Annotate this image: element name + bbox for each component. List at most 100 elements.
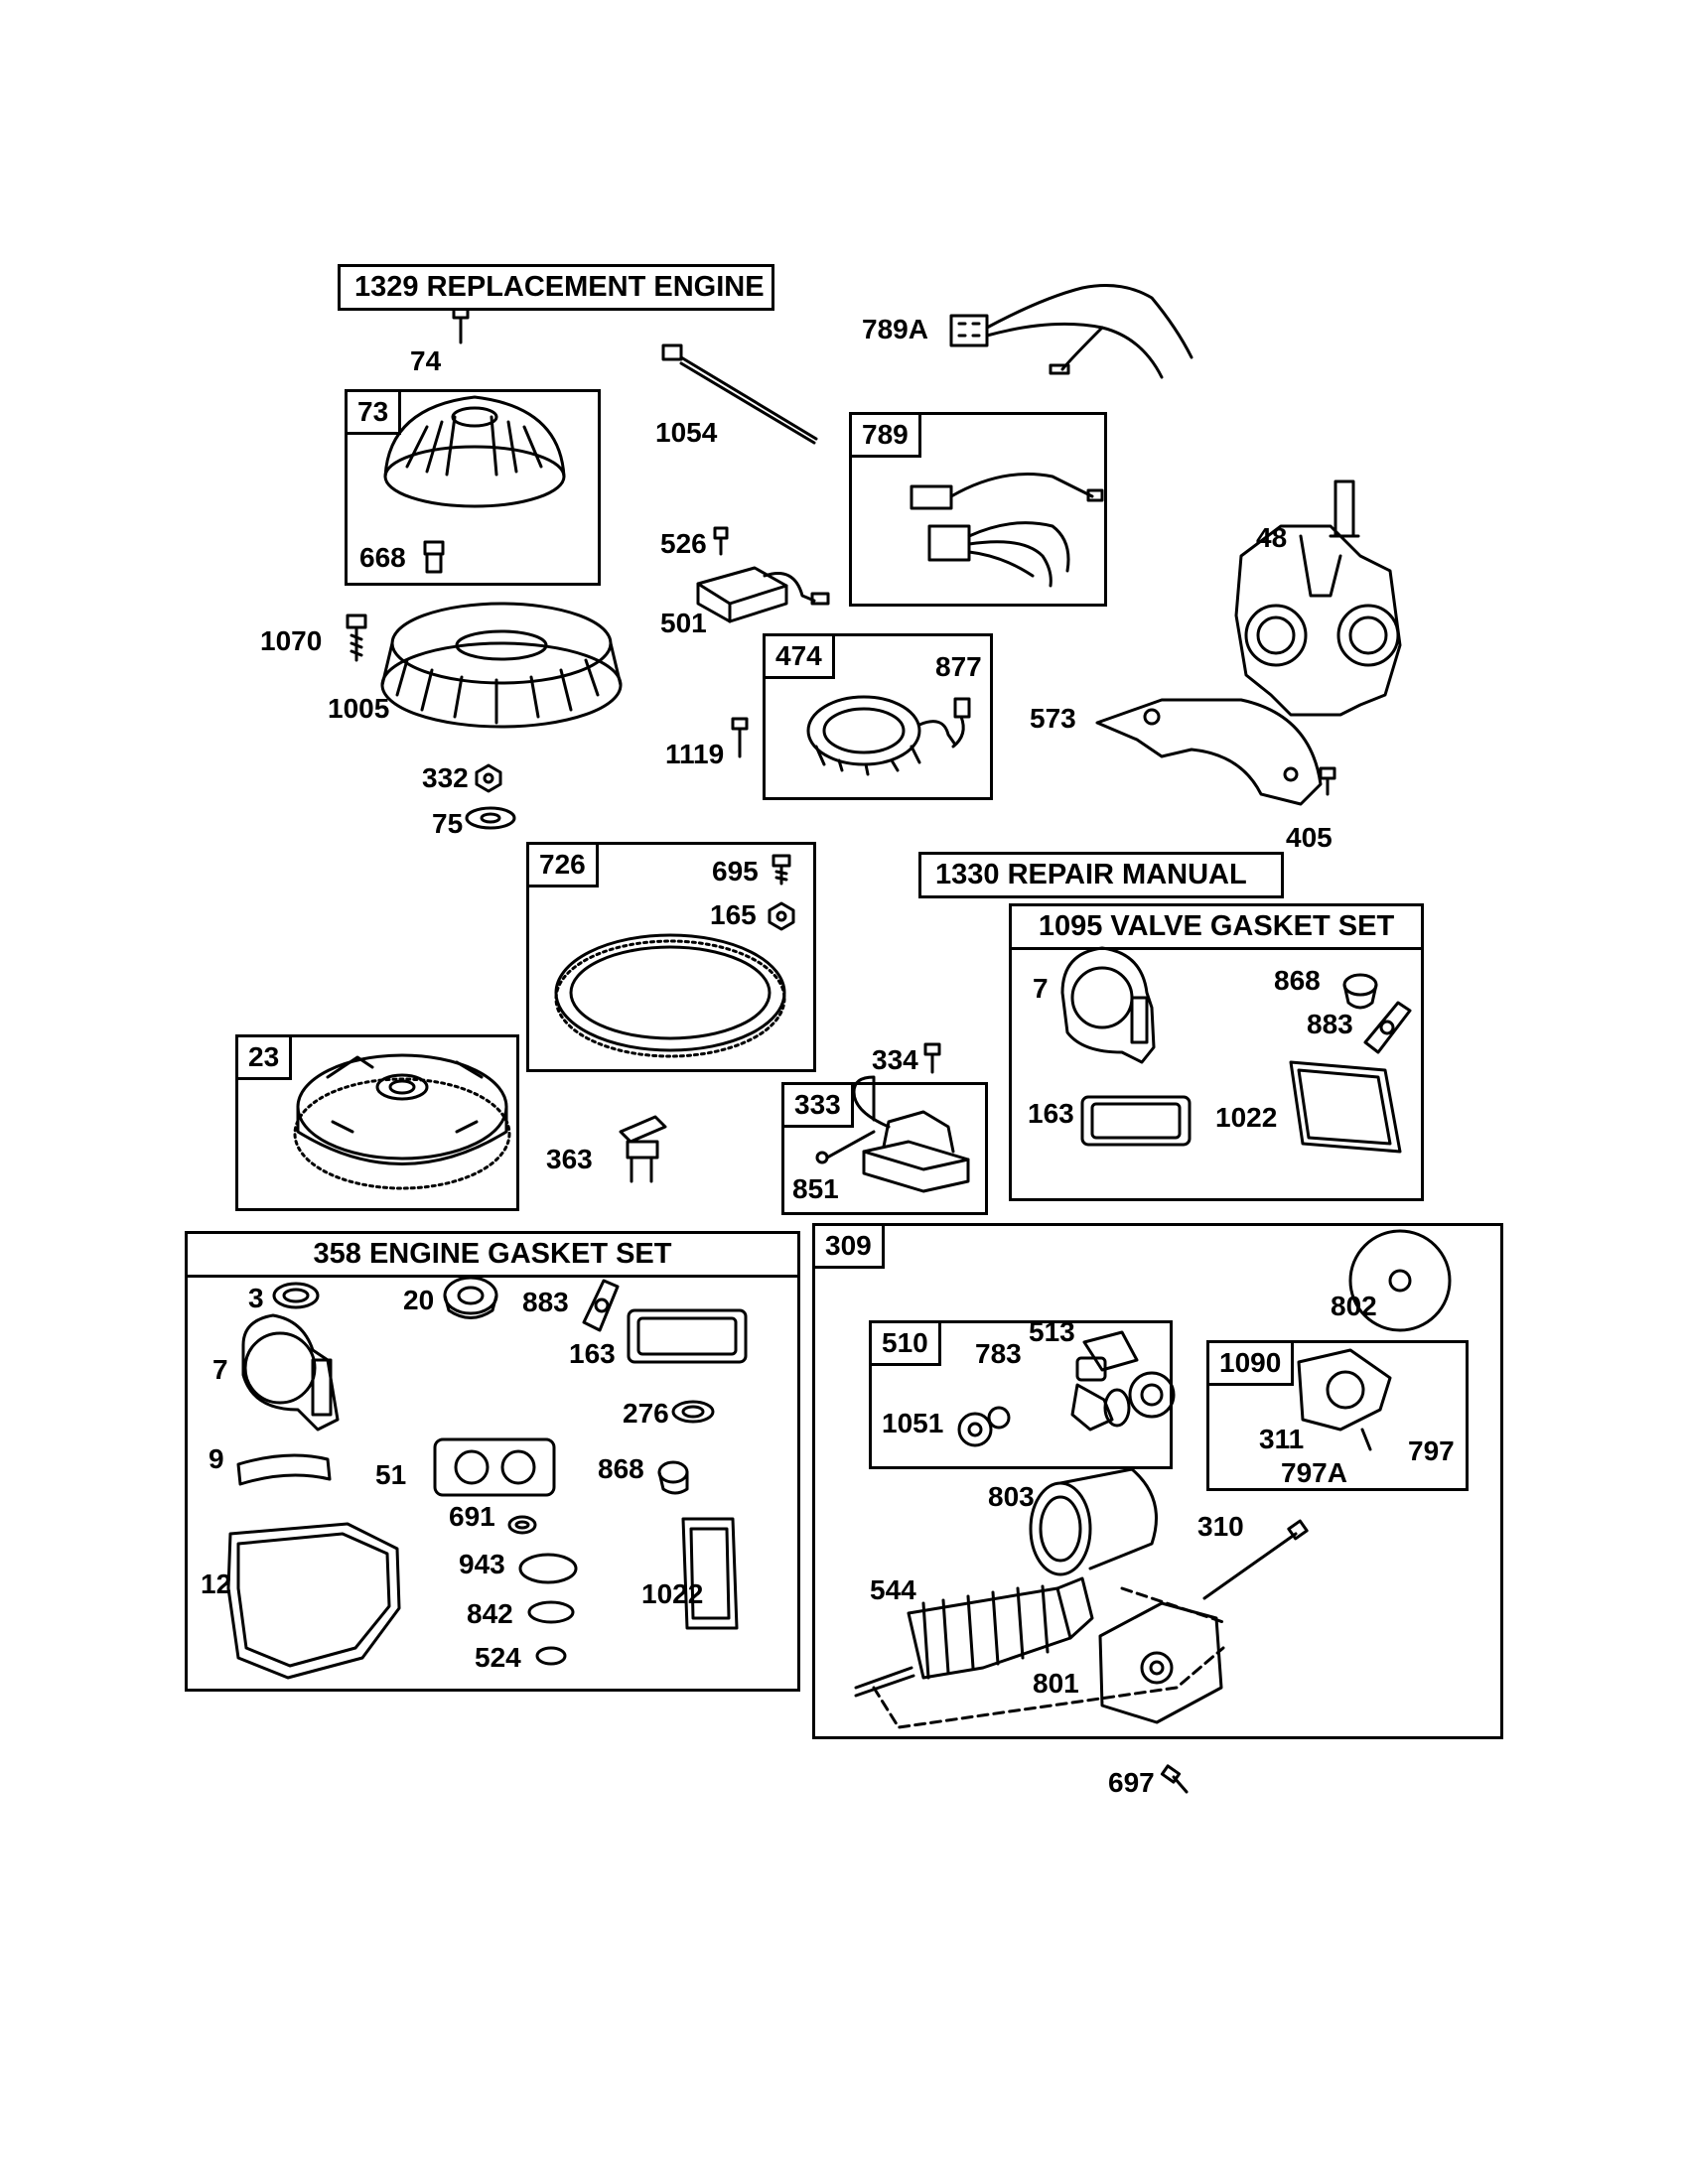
gasket-163b-drawing (627, 1308, 748, 1364)
fan-1005-drawing (380, 602, 623, 729)
part-label: 877 (935, 651, 982, 682)
box-789: 789 (849, 412, 1107, 607)
plate-802-drawing (1348, 1229, 1452, 1332)
box-73-tag: 73 (345, 389, 402, 435)
washer-75-drawing (465, 806, 516, 830)
crankcase-48-drawing (1234, 479, 1402, 717)
part-label: 789A (862, 314, 928, 344)
box-510-tag: 510 (869, 1320, 941, 1366)
ring-gear-726-drawing (554, 933, 786, 1058)
seal-20-drawing (443, 1276, 498, 1319)
plate-801-drawing (1098, 1601, 1223, 1724)
part-label: 797A (1281, 1457, 1347, 1488)
part-label: 1022 (641, 1578, 704, 1609)
part-label: 163 (569, 1338, 616, 1369)
part-label: 311 (1259, 1424, 1305, 1454)
part-label: 573 (1030, 703, 1076, 734)
part-label: 797 (1408, 1435, 1455, 1466)
part-label: 943 (459, 1549, 505, 1579)
seal-868b-drawing (657, 1460, 689, 1495)
part-label: 513 (1029, 1316, 1075, 1347)
screw-334-drawing (923, 1042, 941, 1074)
part-label: 851 (792, 1173, 839, 1204)
box-474: 474 (763, 633, 993, 800)
part-label: 1054 (655, 417, 718, 448)
nut-165-drawing (768, 901, 795, 931)
part-label: 868 (1274, 965, 1321, 996)
part-label: 783 (975, 1338, 1022, 1369)
box-510: 510 (869, 1320, 1173, 1469)
ignition-coil-drawing (815, 1075, 970, 1193)
part-label: 801 (1033, 1668, 1079, 1699)
bolt-1119-drawing (731, 717, 749, 758)
box-726: 726 (526, 842, 816, 1072)
box-73: 73 (345, 389, 601, 586)
repair-manual-banner: 1330 REPAIR MANUAL (918, 852, 1284, 898)
part-label: 51 (375, 1459, 407, 1490)
engine-gasket-set-box: 358 ENGINE GASKET SET (185, 1231, 800, 1692)
part-label: 163 (1028, 1098, 1074, 1129)
screw-405-drawing (1319, 766, 1336, 796)
box-1090-tag: 1090 (1206, 1340, 1295, 1386)
part-label: 883 (522, 1287, 569, 1317)
part-label: 1022 (1215, 1102, 1278, 1133)
part-label: 7 (212, 1354, 228, 1385)
seal-691-drawing (507, 1515, 537, 1535)
valve-gasket-set-box: 1095 VALVE GASKET SET (1009, 903, 1424, 1201)
screw-697-drawing (1160, 1764, 1189, 1794)
box-23: 23 (235, 1034, 519, 1211)
box-23-tag: 23 (235, 1034, 293, 1080)
cable-tie-1054-drawing (661, 343, 818, 445)
assembly-line (872, 1646, 1225, 1729)
bracket-363-drawing (619, 1115, 667, 1183)
gasket-883b-drawing (582, 1279, 620, 1332)
part-label: 1070 (260, 625, 323, 656)
bolt-310-drawing (1202, 1519, 1309, 1600)
box-333-tag: 333 (781, 1082, 854, 1128)
part-label: 75 (432, 808, 464, 839)
part-label: 7 (1033, 973, 1049, 1004)
part-label: 363 (546, 1144, 593, 1174)
part-label: 1051 (882, 1408, 944, 1438)
box-1090: 1090 (1206, 1340, 1469, 1491)
clutch-513-drawing (1075, 1330, 1139, 1382)
head-gasket-7b-drawing (241, 1313, 340, 1432)
screw-695-drawing (772, 854, 791, 886)
flywheel-23-drawing (293, 1053, 511, 1190)
gasket-51-drawing (433, 1437, 556, 1497)
part-label: 1119 (665, 739, 725, 769)
part-label: 802 (1331, 1291, 1377, 1321)
part-label: 524 (475, 1642, 521, 1673)
part-label: 12 (201, 1569, 232, 1599)
part-label: 697 (1108, 1767, 1155, 1798)
housing-803-drawing (1029, 1467, 1158, 1576)
part-label: 332 (422, 762, 469, 793)
seal-3-drawing (272, 1282, 320, 1309)
seal-868-drawing (1342, 973, 1378, 1010)
end-cap-1090-drawing (1297, 1348, 1392, 1451)
part-label: 310 (1197, 1511, 1244, 1542)
box-309-tag: 309 (812, 1223, 885, 1269)
gasket-1022-drawing (1289, 1060, 1402, 1154)
gasket-163-drawing (1080, 1095, 1192, 1147)
box-789-tag: 789 (849, 412, 921, 458)
part-label: 9 (209, 1443, 224, 1474)
part-label: 3 (248, 1283, 264, 1313)
baffle-573-drawing (1095, 698, 1323, 806)
gasket-9-drawing (236, 1453, 332, 1486)
gasket-12-drawing (226, 1522, 401, 1680)
part-label: 501 (660, 608, 707, 638)
gear-510-drawing (1070, 1371, 1176, 1432)
box-726-tag: 726 (526, 842, 599, 887)
stator-474-drawing (806, 695, 971, 776)
head-gasket-7-drawing (1060, 946, 1156, 1064)
module-501-drawing (696, 566, 830, 623)
seal-276-drawing (671, 1400, 715, 1424)
part-label: 842 (467, 1598, 513, 1629)
part-label: 334 (872, 1044, 918, 1075)
part-label: 74 (410, 345, 442, 376)
part-label: 20 (403, 1285, 435, 1315)
part-label: 868 (598, 1453, 644, 1484)
nut-332-drawing (475, 763, 502, 793)
